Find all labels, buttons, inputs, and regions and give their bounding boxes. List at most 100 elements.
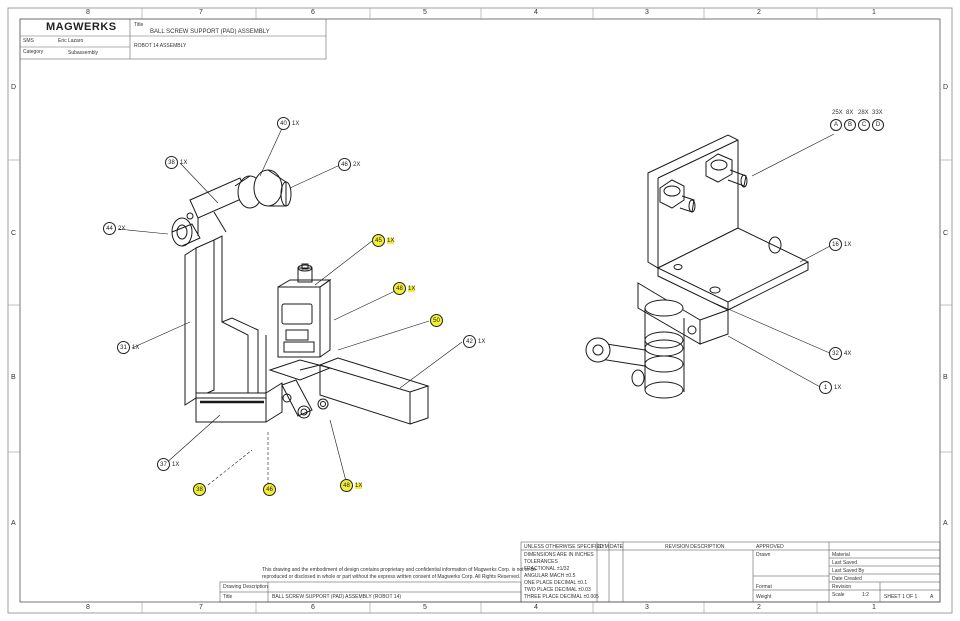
left-assembly bbox=[117, 123, 463, 486]
balloon-circle: 40 bbox=[277, 117, 290, 130]
zone-col-bottom-6: 6 bbox=[311, 604, 315, 611]
callout-balloon-3: D bbox=[872, 119, 884, 131]
balloon-qty: 1X bbox=[844, 241, 852, 248]
zone-col-bottom-8: 8 bbox=[86, 604, 90, 611]
tb-date: DATE bbox=[610, 544, 623, 550]
callout-balloon-2: C bbox=[858, 119, 870, 131]
tb-note-3: FRACTIONAL ±1/32 bbox=[524, 566, 570, 572]
outer-border bbox=[7, 7, 953, 614]
balloon-circle: 38 bbox=[165, 156, 178, 169]
field-label-2: Category bbox=[23, 49, 44, 55]
title-label: Title bbox=[134, 22, 144, 28]
zone-row-right-c: C bbox=[943, 230, 949, 237]
balloon-left-6: 50 bbox=[430, 314, 443, 327]
balloon-circle: 48 bbox=[340, 479, 353, 492]
zone-col-bottom-3: 3 bbox=[645, 604, 649, 611]
callout-count-4: 33X bbox=[872, 110, 883, 116]
tb-rev: A bbox=[930, 594, 934, 600]
balloon-circle: 46 bbox=[263, 483, 276, 496]
callout-count-1: 25X bbox=[832, 110, 843, 116]
balloon-circle: 44 bbox=[103, 222, 116, 235]
balloon-qty: 2X bbox=[353, 161, 361, 168]
part-number: ROBOT 14 ASSEMBLY bbox=[134, 43, 187, 49]
balloon-qty: 4X bbox=[844, 350, 852, 357]
balloon-qty: 1X bbox=[387, 237, 395, 244]
right-assembly bbox=[585, 133, 835, 399]
balloon-circle: 50 bbox=[430, 314, 443, 327]
balloon-qty: 1X bbox=[355, 482, 363, 489]
balloon-qty: 1X bbox=[180, 159, 188, 166]
balloon-circle: 37 bbox=[157, 458, 170, 471]
zone-row-left-d: D bbox=[11, 84, 17, 91]
zone-col-top-1: 1 bbox=[872, 9, 876, 16]
zone-col-bottom-1: 1 bbox=[872, 604, 876, 611]
zone-col-top-3: 3 bbox=[645, 9, 649, 16]
field-label-1: SMS bbox=[23, 38, 34, 44]
proprietary-notice-line-1: This drawing and the embodiment of desig… bbox=[262, 567, 537, 573]
balloon-circle: 46 bbox=[338, 158, 351, 171]
balloon-qty: 1X bbox=[408, 285, 416, 292]
balloon-left-11: 46 bbox=[263, 483, 276, 496]
zone-ticks bbox=[8, 8, 952, 613]
balloon-qty: 1X bbox=[834, 384, 842, 391]
balloon-circle: 32 bbox=[829, 347, 842, 360]
header-block bbox=[19, 18, 327, 60]
balloon-circle: 16 bbox=[829, 238, 842, 251]
tb-field-scale: Scale bbox=[832, 592, 845, 598]
title-block-grid bbox=[219, 541, 941, 603]
balloon-left-10: 38 bbox=[193, 483, 206, 496]
zone-col-top-2: 2 bbox=[757, 9, 761, 16]
drawing-title-value: BALL SCREW SUPPORT (PAD) ASSEMBLY (ROBOT… bbox=[272, 594, 402, 600]
tb-field-last-saved-by: Last Saved By bbox=[832, 568, 865, 574]
callout-balloon-1: B bbox=[844, 119, 856, 131]
zone-row-left-a: A bbox=[11, 520, 16, 527]
callout-count-3: 28X bbox=[858, 110, 869, 116]
tb-drawn: Drawn bbox=[756, 552, 771, 558]
zone-col-bottom-4: 4 bbox=[534, 604, 538, 611]
zone-row-right-d: D bbox=[943, 84, 949, 91]
part-title: BALL SCREW SUPPORT (PAD) ASSEMBLY bbox=[150, 29, 270, 35]
tb-note-1: DIMENSIONS ARE IN INCHES bbox=[524, 552, 594, 558]
tb-weight: Weight bbox=[756, 594, 772, 600]
zone-col-top-7: 7 bbox=[199, 9, 203, 16]
zone-row-left-c: C bbox=[11, 230, 17, 237]
field-value-1: Eric Lazaro bbox=[58, 38, 84, 44]
tb-field-date-created: Date Created bbox=[832, 576, 862, 582]
zone-row-right-b: B bbox=[943, 374, 948, 381]
balloon-qty: 1X bbox=[132, 344, 140, 351]
balloon-circle: 38 bbox=[193, 483, 206, 496]
balloon-circle: 1 bbox=[819, 381, 832, 394]
zone-col-top-4: 4 bbox=[534, 9, 538, 16]
tb-field-revision: Revision bbox=[832, 584, 852, 590]
tb-note-5: ONE PLACE DECIMAL ±0.1 bbox=[524, 580, 588, 586]
balloon-circle: 48 bbox=[393, 282, 406, 295]
balloon-circle: 31 bbox=[117, 341, 130, 354]
tb-field-material: Material bbox=[832, 552, 850, 558]
field-value-2: Subassembly bbox=[68, 50, 99, 56]
tb-approved: APPROVED bbox=[756, 544, 784, 550]
balloon-qty: 1X bbox=[478, 338, 486, 345]
zone-col-top-8: 8 bbox=[86, 9, 90, 16]
inner-border bbox=[19, 18, 941, 603]
tb-note-7: THREE PLACE DECIMAL ±0.005 bbox=[524, 594, 599, 600]
tb-field-last-saved: Last Saved bbox=[832, 560, 858, 566]
zone-col-top-5: 5 bbox=[423, 9, 427, 16]
zone-col-bottom-7: 7 bbox=[199, 604, 203, 611]
drawing-title-label: Title bbox=[223, 594, 233, 600]
proprietary-notice-line-2: reproduced or disclosed in whole or part… bbox=[262, 574, 521, 580]
callout-balloon-0: A bbox=[830, 119, 842, 131]
tb-rev-description: REVISION DESCRIPTION bbox=[665, 544, 725, 550]
tb-note-6: TWO PLACE DECIMAL ±0.03 bbox=[524, 587, 591, 593]
